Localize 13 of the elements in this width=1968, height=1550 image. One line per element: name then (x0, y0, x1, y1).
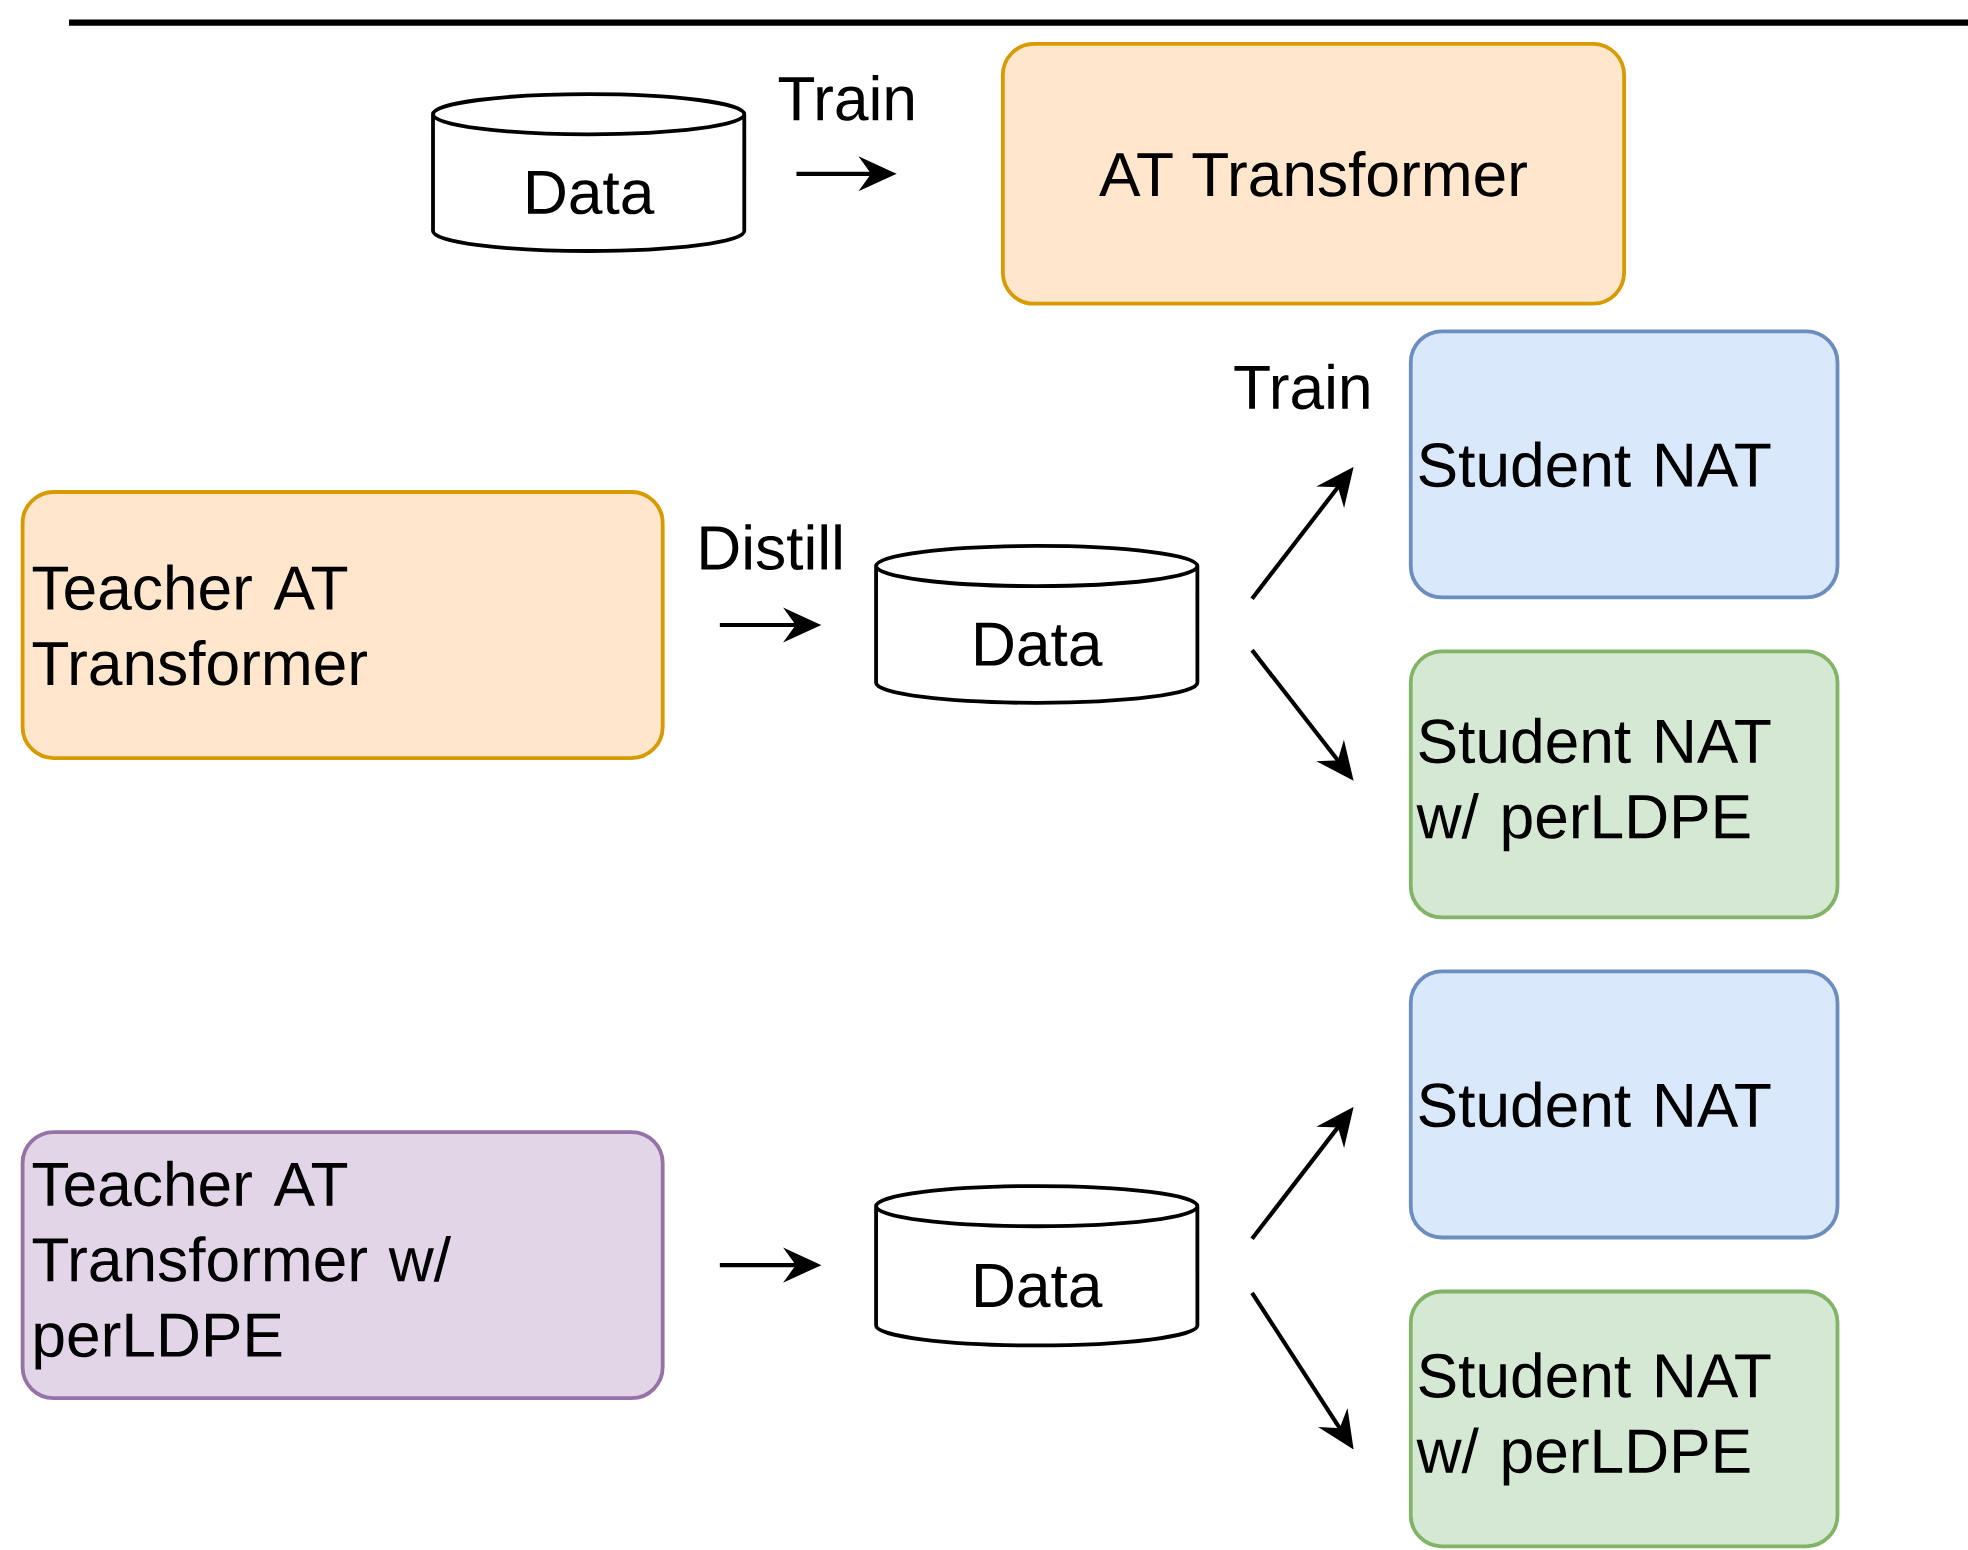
database-cylinder: Data (874, 544, 1200, 705)
rounded-box: Student NAT (1408, 969, 1840, 1240)
database-cylinder: Data (431, 92, 747, 253)
edge-label: Distill (692, 520, 849, 574)
rounded-box: Student NAT w/ perLDPE (1408, 1289, 1840, 1549)
edge-label: Train (774, 71, 921, 125)
rounded-box: Teacher AT Transformer w/ perLDPE (20, 1130, 665, 1401)
edge-label: Train (1229, 360, 1377, 413)
rounded-box: Student NAT w/ perLDPE (1408, 649, 1840, 920)
rounded-box: Teacher AT Transformer (20, 490, 665, 760)
rounded-box: AT Transformer (1000, 42, 1626, 306)
rounded-box: Student NAT (1408, 329, 1840, 600)
database-cylinder: Data (874, 1184, 1200, 1348)
